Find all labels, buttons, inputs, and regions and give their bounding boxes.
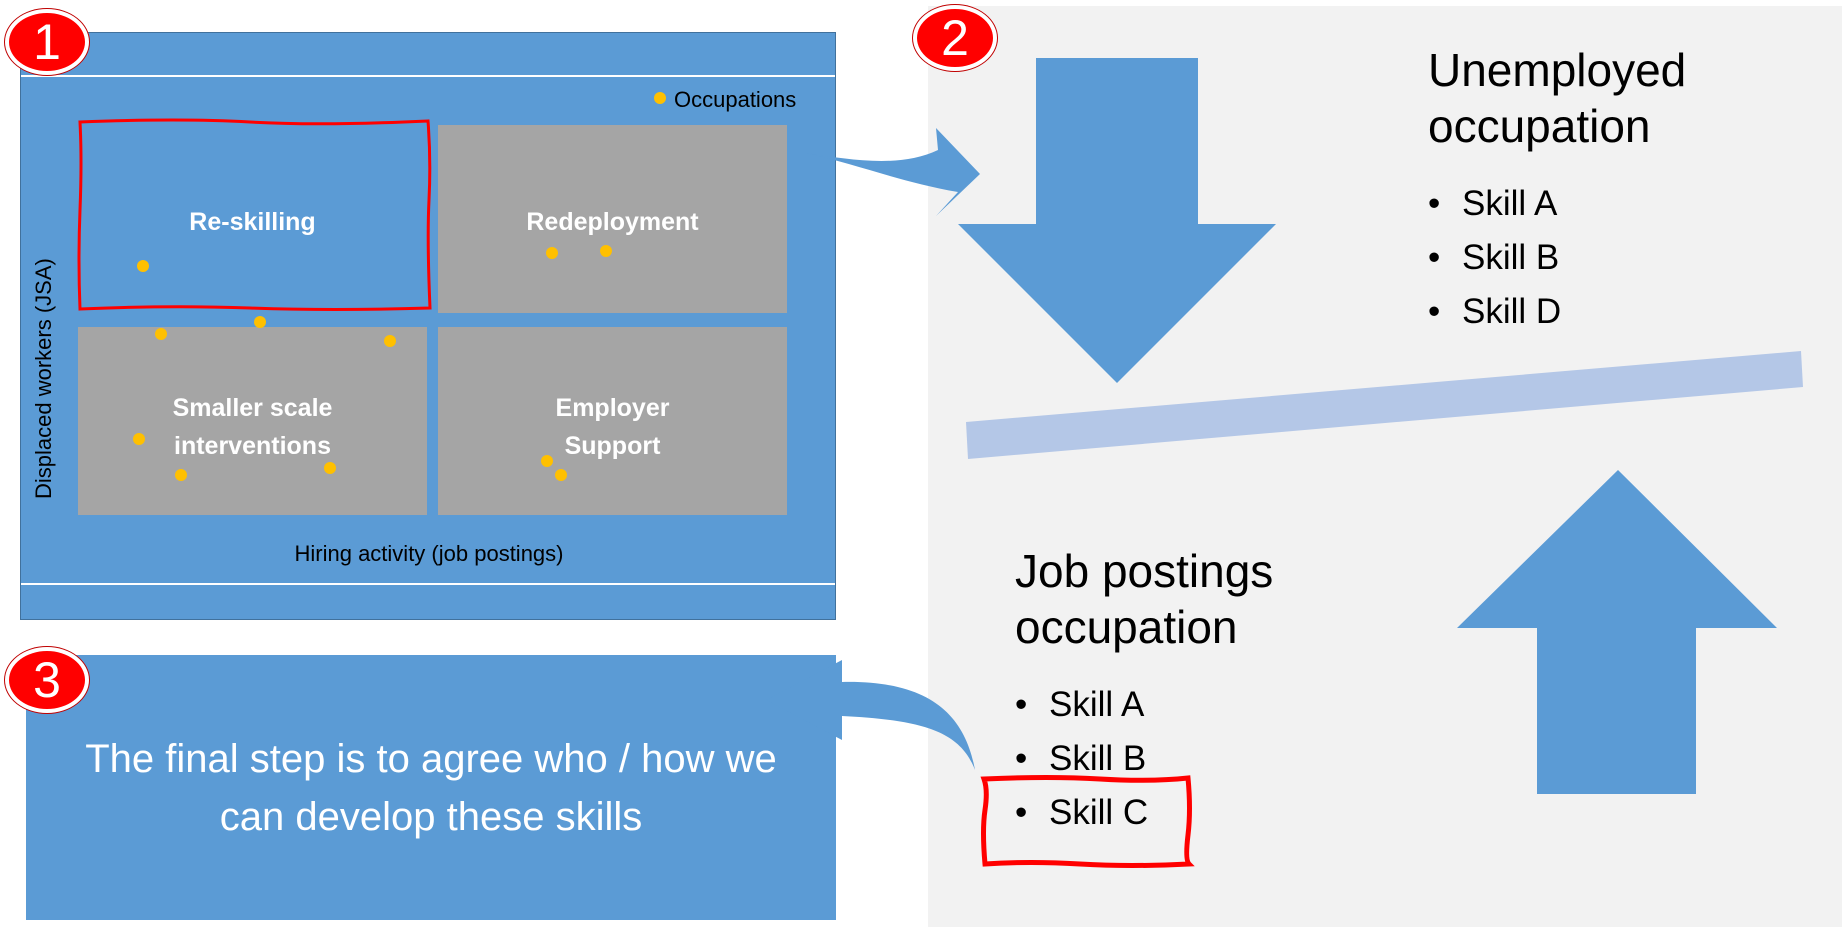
unemployed-heading: Unemployed occupation (1428, 42, 1686, 154)
final-step-line: The final step is to agree who / how we (85, 737, 777, 781)
skill-text: Skill A (1462, 184, 1558, 223)
skill-text: Skill B (1049, 739, 1147, 778)
bullet: • (1428, 292, 1441, 331)
occupation-dot (137, 260, 149, 272)
quadrant-label-line: interventions (174, 432, 331, 460)
step-badge-3: 3 (5, 647, 89, 713)
panel-top-divider (21, 75, 835, 77)
bullet: • (1428, 238, 1441, 277)
quadrant-label-line: Support (564, 432, 661, 460)
quadrant-label-line: Smaller scale (172, 394, 333, 422)
legend-dot (654, 92, 666, 104)
reskilling-highlight (77, 118, 432, 311)
bullet: • (1015, 739, 1028, 778)
quadrant-label-line: Employer (555, 394, 670, 422)
list-item: • Skill B (1015, 732, 1148, 786)
heading-line: occupation (1428, 100, 1651, 152)
occupation-dot (384, 335, 396, 347)
quadrant-reskilling: Re-skilling (78, 125, 427, 313)
panel-bottom-divider (21, 583, 835, 585)
jobs-heading: Job postings occupation (1015, 543, 1273, 655)
occupation-dot (254, 316, 266, 328)
occupation-dot (600, 245, 612, 257)
occupation-dot (175, 469, 187, 481)
list-item: • Skill C (1015, 786, 1148, 840)
occupation-dot (555, 469, 567, 481)
up-arrow (1457, 470, 1777, 794)
balance-beam (966, 351, 1803, 459)
list-item: • Skill D (1428, 285, 1561, 339)
heading-line: occupation (1015, 601, 1238, 653)
skill-text: Skill B (1462, 238, 1560, 277)
x-axis-label: Hiring activity (job postings) (294, 541, 564, 566)
quadrant-label-reskilling: Re-skilling (189, 208, 316, 236)
list-item: • Skill A (1428, 177, 1561, 231)
curved-arrow-right (806, 128, 980, 216)
heading-line: Job postings (1015, 545, 1274, 597)
skill-text: Skill D (1462, 292, 1562, 331)
final-step-line: can develop these skills (219, 795, 643, 839)
quadrant-employer-support: Employer Support (438, 327, 787, 515)
heading-line: Unemployed (1428, 44, 1687, 96)
down-arrow (958, 58, 1276, 383)
skill-text: Skill C (1049, 793, 1149, 832)
quadrant-label-employer-support: Employer Support (556, 389, 670, 465)
final-step-panel: The final step is to agree who / how we … (26, 655, 836, 920)
quadrant-label-redeployment: Redeployment (526, 208, 699, 236)
final-step-text: The final step is to agree who / how we … (26, 730, 836, 846)
bullet: • (1428, 184, 1441, 223)
skill-c-highlight (980, 775, 1195, 868)
list-item: • Skill A (1015, 678, 1148, 732)
curved-arrow-left (766, 660, 975, 770)
legend-label-occupations: Occupations (674, 87, 797, 112)
unemployed-skill-list: • Skill A • Skill B • Skill D (1428, 177, 1561, 339)
quadrant-label-smaller-scale: Smaller scale interventions (173, 389, 333, 465)
job-skill-list: • Skill A • Skill B • Skill C (1015, 678, 1148, 840)
step-badge-2: 2 (913, 5, 997, 71)
occupation-dot (541, 455, 553, 467)
skill-text: Skill A (1049, 685, 1145, 724)
quadrant-redeployment: Redeployment (438, 125, 787, 313)
bullet: • (1015, 793, 1028, 832)
occupation-dot (155, 328, 167, 340)
step-badge-1: 1 (5, 9, 89, 75)
occupation-dot (546, 247, 558, 259)
bullet: • (1015, 685, 1028, 724)
occupation-dot (133, 433, 145, 445)
quadrant-smaller-scale: Smaller scale interventions (78, 327, 427, 515)
occupation-dot (324, 462, 336, 474)
list-item: • Skill B (1428, 231, 1561, 285)
